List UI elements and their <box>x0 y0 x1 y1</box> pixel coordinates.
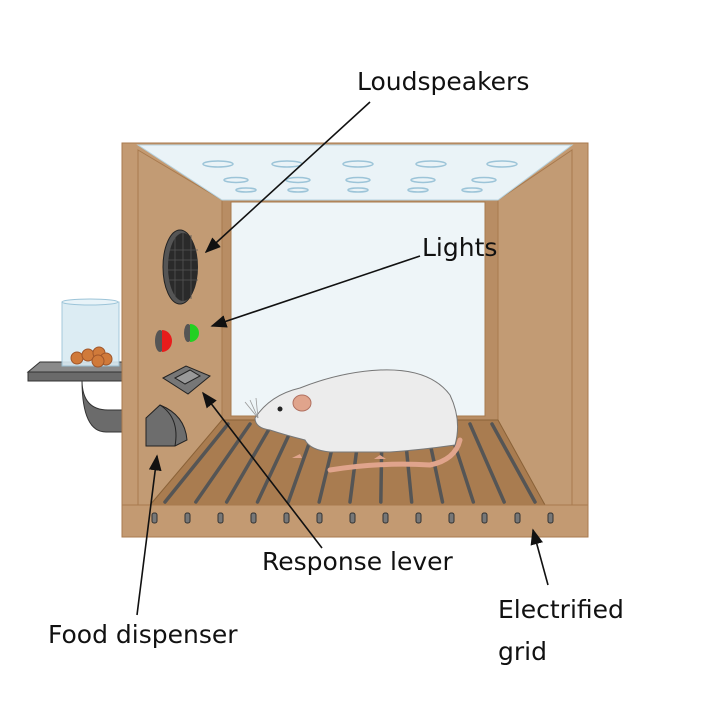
label-lights: Lights <box>422 233 497 262</box>
ceiling-holes <box>202 160 518 193</box>
grid-bar <box>255 422 296 504</box>
grid-bolt <box>481 512 488 524</box>
food-dispenser <box>145 404 188 447</box>
arrow-food-dispenser <box>136 454 162 616</box>
food-reservoir <box>26 298 125 433</box>
food-pellets <box>70 346 113 368</box>
chamber <box>121 142 589 538</box>
label-loudspeakers: Loudspeakers <box>357 67 529 96</box>
grid-bolt <box>349 512 356 524</box>
rat <box>244 369 463 473</box>
label-electrified-grid-line2: grid <box>498 637 547 666</box>
grid-bolt <box>514 512 521 524</box>
arrow-lights <box>210 255 421 328</box>
grid-bolt <box>547 512 554 524</box>
grid-bar <box>224 422 274 504</box>
grid-bolt <box>283 512 290 524</box>
grid-bolts <box>151 512 554 524</box>
glass-ceiling <box>136 144 574 201</box>
grid-bar <box>194 422 252 504</box>
arrow-response-lever <box>202 391 323 549</box>
label-food-dispenser: Food dispenser <box>48 620 238 649</box>
grid-bolt <box>151 512 158 524</box>
grid-bar <box>468 422 506 504</box>
green-light <box>184 324 199 342</box>
grid-bolt <box>250 512 257 524</box>
arrow-loudspeakers <box>204 101 371 254</box>
red-light <box>155 330 172 352</box>
grid-bolt <box>415 512 422 524</box>
grid-bar <box>490 422 537 504</box>
label-electrified-grid-line1: Electrified <box>498 595 624 624</box>
arrow-electrified-grid <box>530 528 549 586</box>
grid-bolt <box>217 512 224 524</box>
grid-bolt <box>316 512 323 524</box>
label-response-lever: Response lever <box>262 547 454 576</box>
grid-bolt <box>448 512 455 524</box>
grid-bar <box>163 422 230 504</box>
grid-bolt <box>184 512 191 524</box>
loudspeaker <box>162 229 198 305</box>
label-arrows <box>136 101 549 616</box>
grid-bolt <box>382 512 389 524</box>
response-lever <box>162 365 211 395</box>
